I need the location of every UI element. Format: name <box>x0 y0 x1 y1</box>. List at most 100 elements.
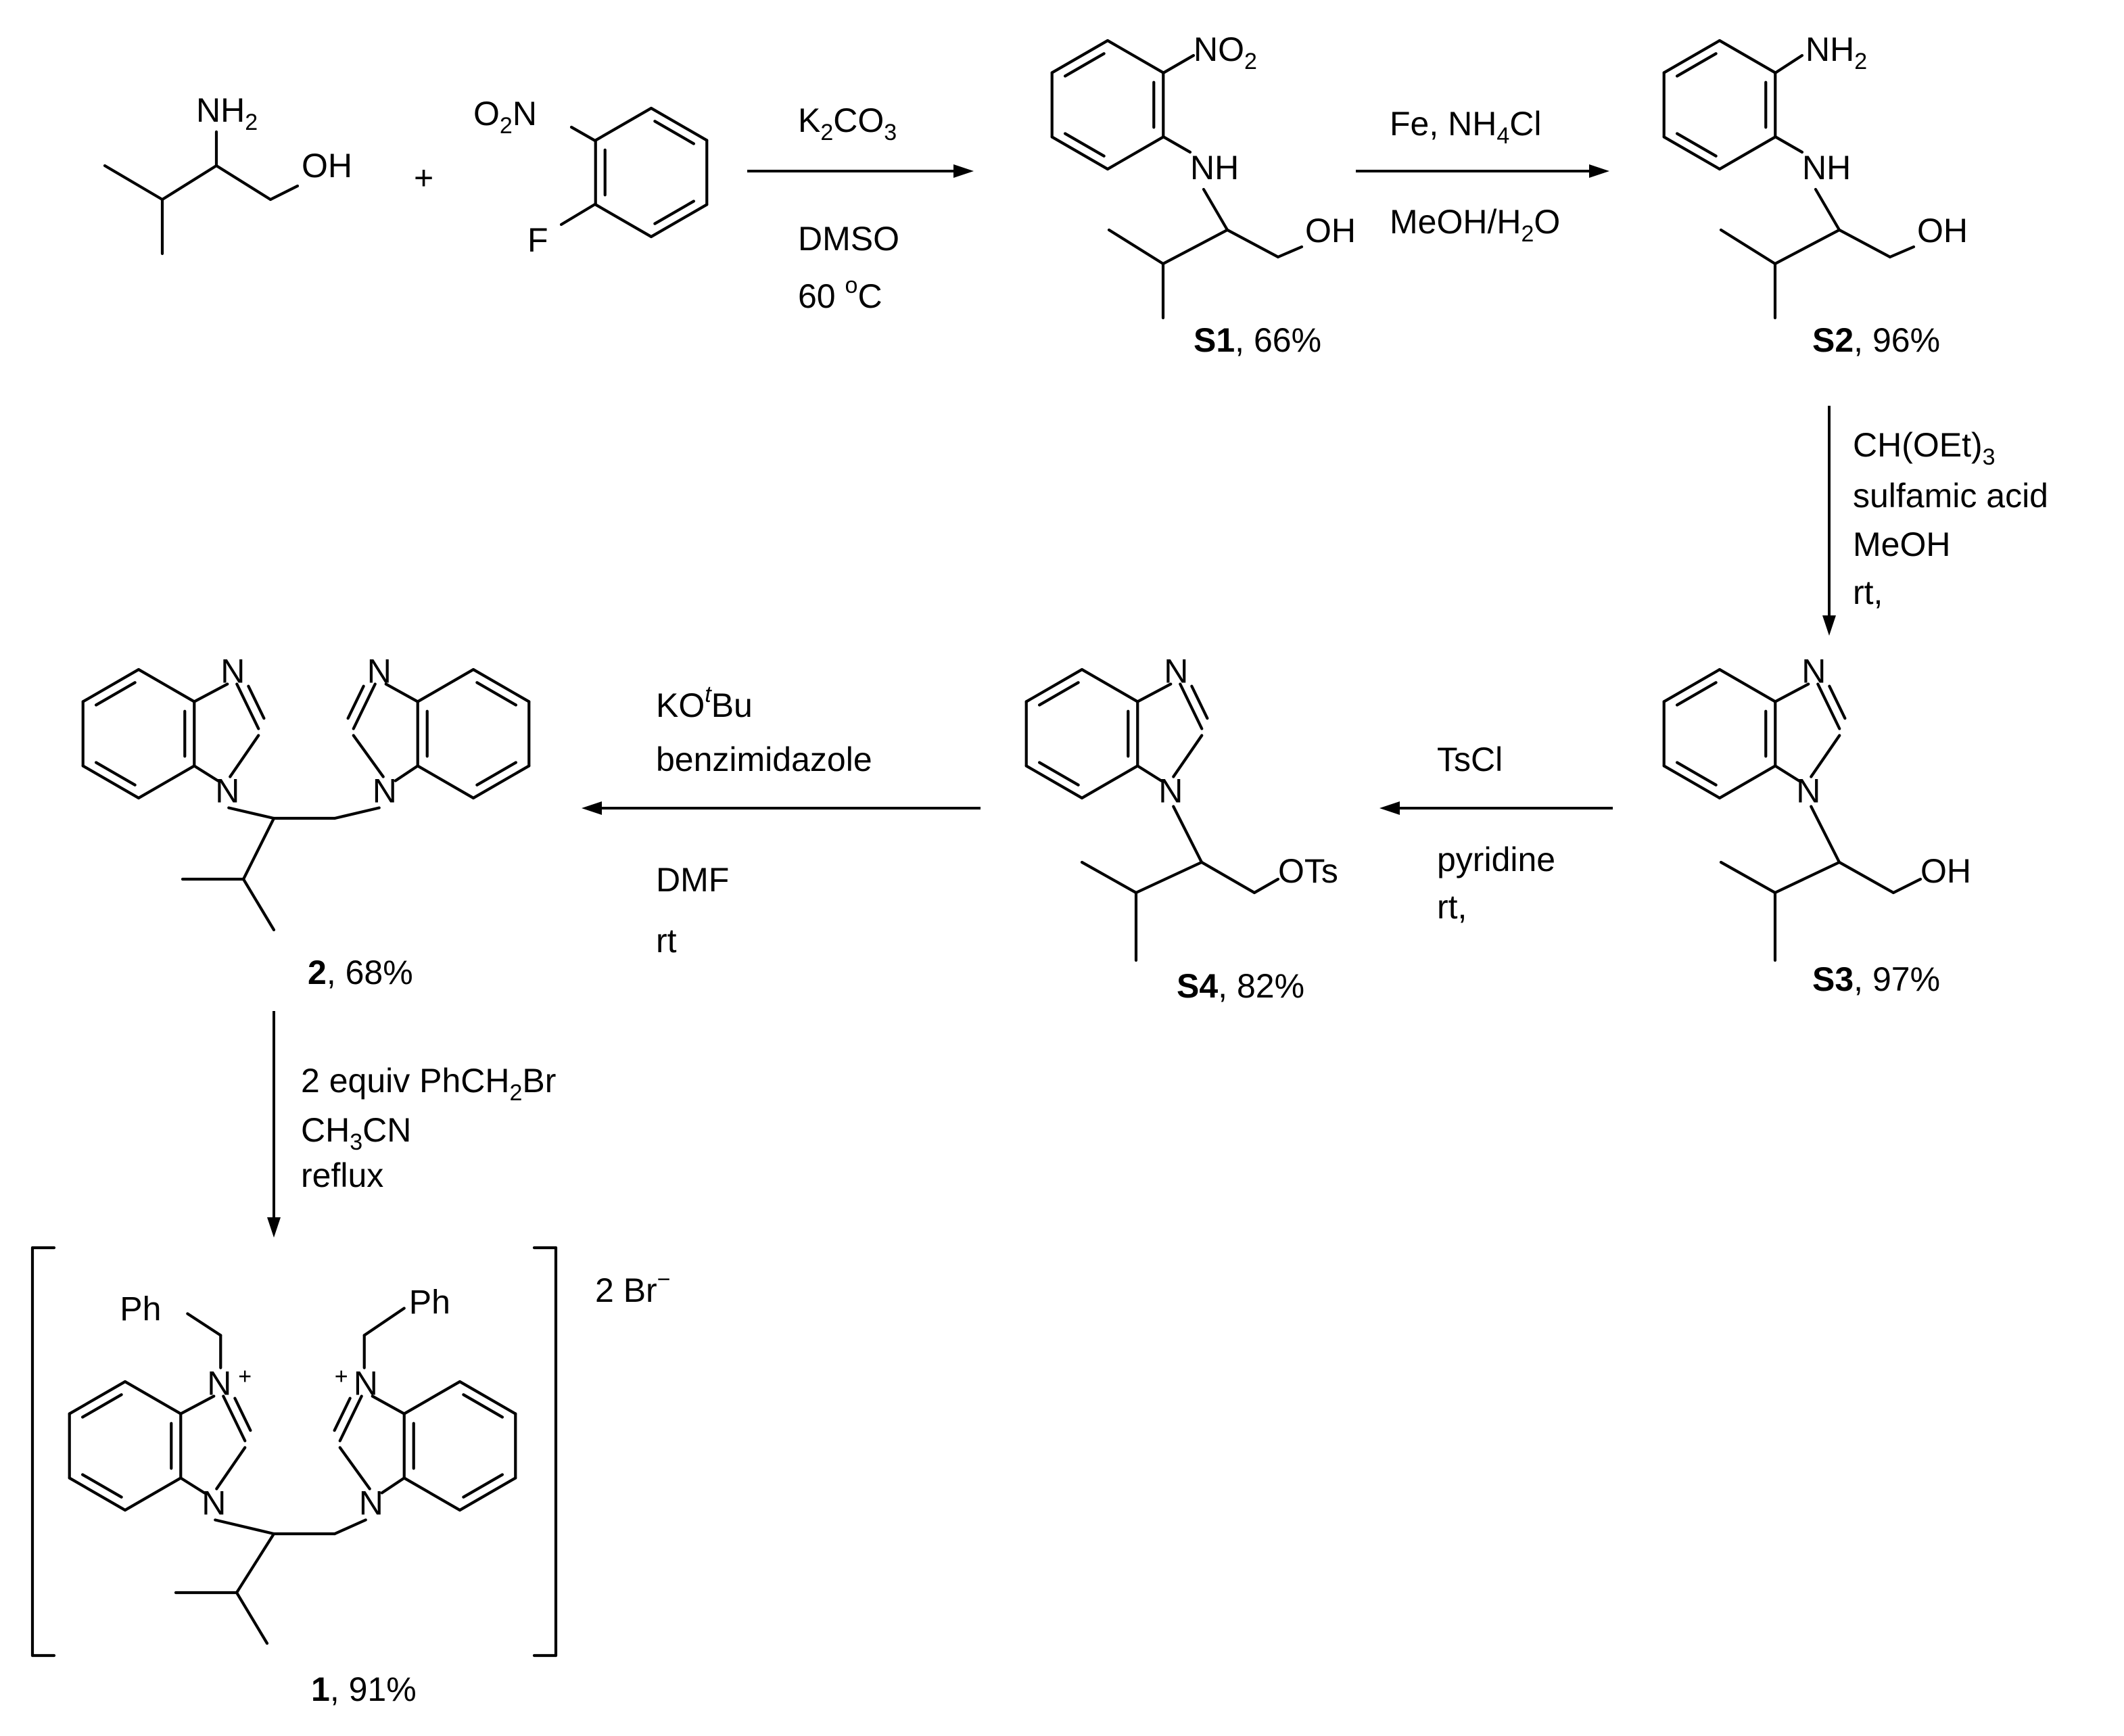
S3-benzo-inner <box>1675 761 1718 787</box>
cmpd2-left-benzo <box>137 764 196 800</box>
compound-yield: , 97% <box>1854 960 1940 998</box>
cmpd1-left-benzo <box>123 1476 183 1512</box>
S2-ring-inner <box>1675 52 1718 78</box>
compound-label: S2, 96% <box>1812 321 1940 359</box>
S3-hydroxyl-label: OH <box>1920 852 1971 890</box>
cmpd1-left-benzyl <box>186 1312 222 1337</box>
S3-chain <box>1837 860 1895 895</box>
cmpd2-chain <box>241 816 276 881</box>
condition-text-part: reflux <box>301 1156 383 1194</box>
cmpd2-left-imid <box>229 734 260 778</box>
S1-nitro-bond <box>1161 53 1196 75</box>
compound-id: S4 <box>1177 967 1218 1005</box>
bond-layer <box>30 39 1922 1658</box>
compound-yield: , 96% <box>1854 321 1940 359</box>
condition-text-part: CO <box>833 101 884 139</box>
cmpd2-right-benzo <box>416 667 475 703</box>
cmpd1-chain <box>235 1532 276 1595</box>
cmpd1-right-benzo-inner <box>462 1393 504 1419</box>
S4-tosylate-label: OTs <box>1278 852 1338 890</box>
arrow-step-2-head <box>1589 164 1609 178</box>
S3-benzo <box>1718 667 1777 703</box>
S2-nh-bond-b <box>1814 187 1841 232</box>
S3-imid <box>1810 734 1841 778</box>
S4-n1-label: N <box>1158 772 1183 810</box>
S2-chain <box>1888 245 1916 259</box>
S1-nitro-label-part: 2 <box>1244 49 1257 74</box>
cmpd1-left-ph-label: Ph <box>120 1290 161 1328</box>
arrow-step-6-head <box>267 1217 281 1238</box>
valinol-chain <box>103 164 164 202</box>
condition-text-part: 2 equiv PhCH <box>301 1062 510 1100</box>
cmpd2-left-n3-label: N <box>220 653 245 690</box>
S4-n3-label: N <box>1164 653 1188 690</box>
condition-text-part: DMSO <box>798 220 899 258</box>
condition-text: rt, <box>1437 888 1467 926</box>
cmpd1-right-n1-label: N <box>359 1484 383 1522</box>
compound-label: 1, 91% <box>311 1670 417 1708</box>
compound-id: S1 <box>1194 321 1235 359</box>
condition-text: benzimidazole <box>656 741 872 778</box>
cmpd1-left-benzo <box>68 1380 127 1415</box>
compound-label: S1, 66% <box>1194 321 1321 359</box>
S2-ring-inner <box>1675 132 1718 158</box>
cmpd1-left-benzo-inner <box>80 1393 123 1419</box>
condition-text-part: 2 <box>1521 221 1534 247</box>
condition-text-part: Fe, NH <box>1390 105 1496 143</box>
cmpd2-left-imid <box>193 764 220 782</box>
cmpd2-right-imid <box>384 682 419 703</box>
arrow-layer <box>267 164 1836 1238</box>
condition-text: MeOH <box>1853 525 1950 563</box>
condition-text-part: 2 <box>510 1080 523 1106</box>
cmpd1-left-n3-label: N <box>207 1365 231 1403</box>
condition-text-part: benzimidazole <box>656 741 872 778</box>
S3-benzo-inner <box>1675 681 1718 707</box>
valinol-chain <box>268 184 300 202</box>
cmpd2-right-imid <box>352 734 385 778</box>
condition-text-part: t <box>705 682 712 707</box>
S2-amine-bond <box>1773 53 1804 75</box>
S1-ring <box>1050 135 1110 171</box>
S1-ring <box>1106 39 1165 74</box>
condition-text-part: 4 <box>1496 123 1509 149</box>
cmpd2-left-benzo <box>81 764 141 800</box>
cmpd2-right-n1-label: N <box>373 772 397 810</box>
S1-nitro-label-part: NO <box>1194 30 1244 68</box>
condition-text-part: K <box>798 101 820 139</box>
S3-chain <box>1719 860 1777 895</box>
plus-sign: + <box>414 159 433 197</box>
cmpd2-right-n3-label: N <box>367 653 392 690</box>
condition-text: DMF <box>656 861 729 899</box>
arrow-step-5-head <box>582 801 602 815</box>
cmpd2-right-imid-cn <box>352 682 377 730</box>
condition-text-part: pyridine <box>1437 841 1555 878</box>
S4-imid-cn-inner <box>1190 684 1209 720</box>
compound-id: 2 <box>308 954 327 991</box>
cmpd1-right-benzo <box>458 1380 517 1415</box>
compound-id: S2 <box>1812 321 1854 359</box>
cmpd1-left-benzo <box>68 1476 127 1512</box>
cmpd1-right-imid-cn <box>338 1394 363 1442</box>
fluoronitrobenzene-ring <box>594 203 653 239</box>
condition-text: CH3CN <box>301 1111 411 1155</box>
S3-chain <box>1891 877 1922 895</box>
condition-text-part: sulfamic acid <box>1853 477 2048 515</box>
cmpd1-right-benzyl <box>362 1307 406 1337</box>
condition-text-part: 3 <box>884 120 897 145</box>
S4-chain <box>1200 860 1256 895</box>
fluoronitrobenzene-ring <box>594 106 653 142</box>
S1-nh-bond-b <box>1202 187 1229 232</box>
S1-nh-label: NH <box>1190 149 1239 187</box>
S3-imid <box>1774 682 1810 703</box>
S3-benzo <box>1718 764 1777 800</box>
condition-text-part: KO <box>656 686 705 724</box>
cmpd1-right-benzo <box>402 1380 462 1415</box>
S2-chain <box>1719 228 1777 266</box>
condition-text: rt <box>656 922 677 960</box>
S4-benzo <box>1080 764 1139 800</box>
S4-chain <box>1252 877 1280 895</box>
fluoronitrobenzene-ring <box>649 106 709 142</box>
S1-chain <box>1161 228 1229 266</box>
condition-text-part: Bu <box>711 686 753 724</box>
